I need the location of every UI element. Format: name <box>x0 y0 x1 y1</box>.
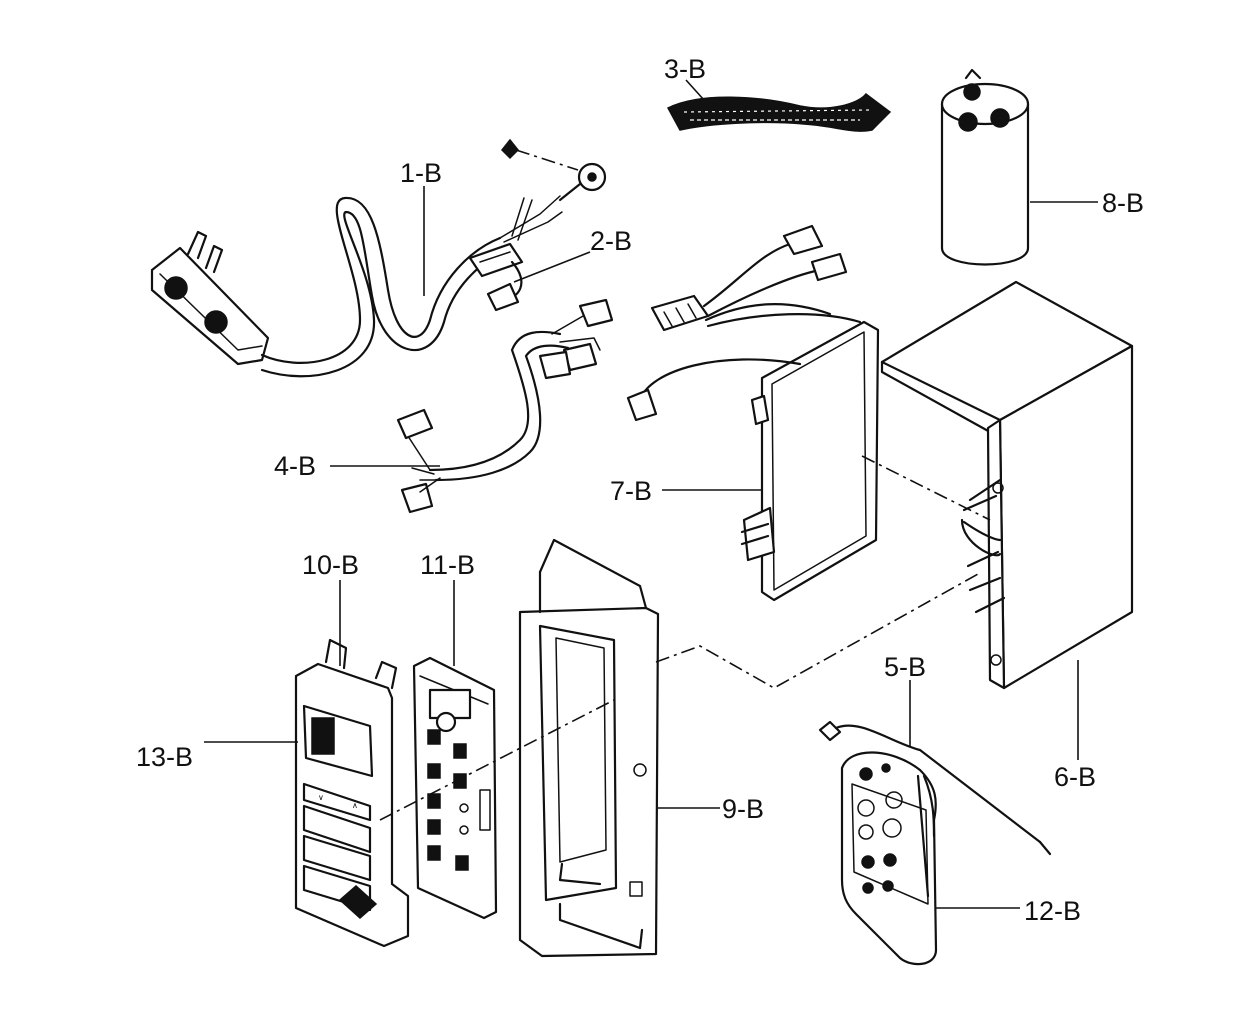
display-bracket-part <box>518 538 660 958</box>
wire-harness-small-part <box>468 242 524 312</box>
power-cord-part <box>150 138 607 378</box>
label-6-b: 6-B <box>1054 762 1096 792</box>
alignment-line-bracket <box>655 573 979 689</box>
wire-wrap-part <box>666 92 892 132</box>
capacitor-part <box>940 68 1030 266</box>
label-2-b: 2-B <box>590 226 632 256</box>
leader-lines <box>204 79 1098 909</box>
label-8-b: 8-B <box>1102 188 1144 218</box>
label-9-b: 9-B <box>722 794 764 824</box>
wire-harness-part <box>396 298 614 514</box>
label-7-b: 7-B <box>610 476 652 506</box>
svg-text:∧: ∧ <box>352 801 358 810</box>
svg-text:∨: ∨ <box>318 793 324 802</box>
label-3-b: 3-B <box>664 54 706 84</box>
alignment-line-pcb <box>861 455 991 521</box>
alignment-line-panel <box>379 699 615 821</box>
label-1-b: 1-B <box>400 158 442 188</box>
display-panel-part: ∨ ∧ <box>294 638 410 948</box>
remote-control-part <box>818 720 1052 966</box>
display-pcb-part <box>412 656 498 920</box>
label-10-b: 10-B <box>302 550 359 580</box>
control-box-part <box>880 280 1134 690</box>
label-13-b: 13-B <box>136 742 193 772</box>
label-4-b: 4-B <box>274 451 316 481</box>
label-12-b: 12-B <box>1024 896 1081 926</box>
label-11-b: 11-B <box>420 550 475 580</box>
main-pcb-part <box>626 224 880 602</box>
label-5-b: 5-B <box>884 652 926 682</box>
